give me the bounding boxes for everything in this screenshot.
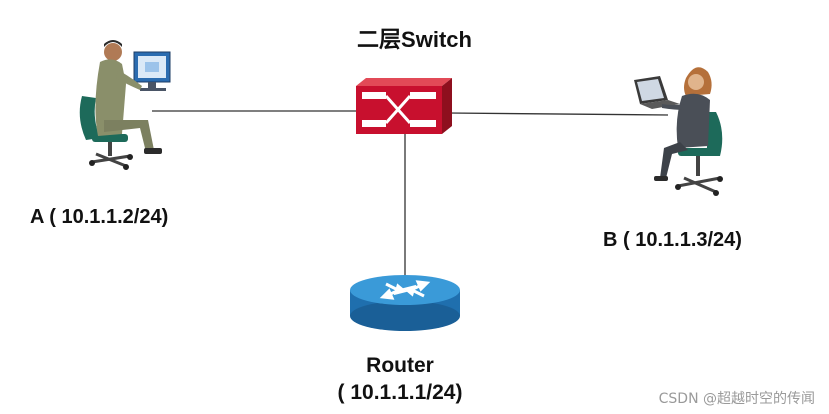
man-at-computer-icon [79, 40, 171, 170]
host-b-label: B ( 10.1.1.3/24) [603, 229, 742, 251]
host-a-label: A ( 10.1.1.2/24) [30, 206, 169, 228]
switch-icon [356, 78, 452, 134]
watermark: CSDN @超越时空的传闻 [658, 391, 815, 407]
switch-label: 二层Switch [357, 27, 472, 52]
router-ip-label: ( 10.1.1.1/24) [337, 381, 463, 404]
router-icon [350, 275, 460, 331]
link-switch-b [447, 112, 669, 116]
woman-at-laptop-icon [634, 67, 723, 196]
router-name-label: Router [366, 354, 434, 377]
